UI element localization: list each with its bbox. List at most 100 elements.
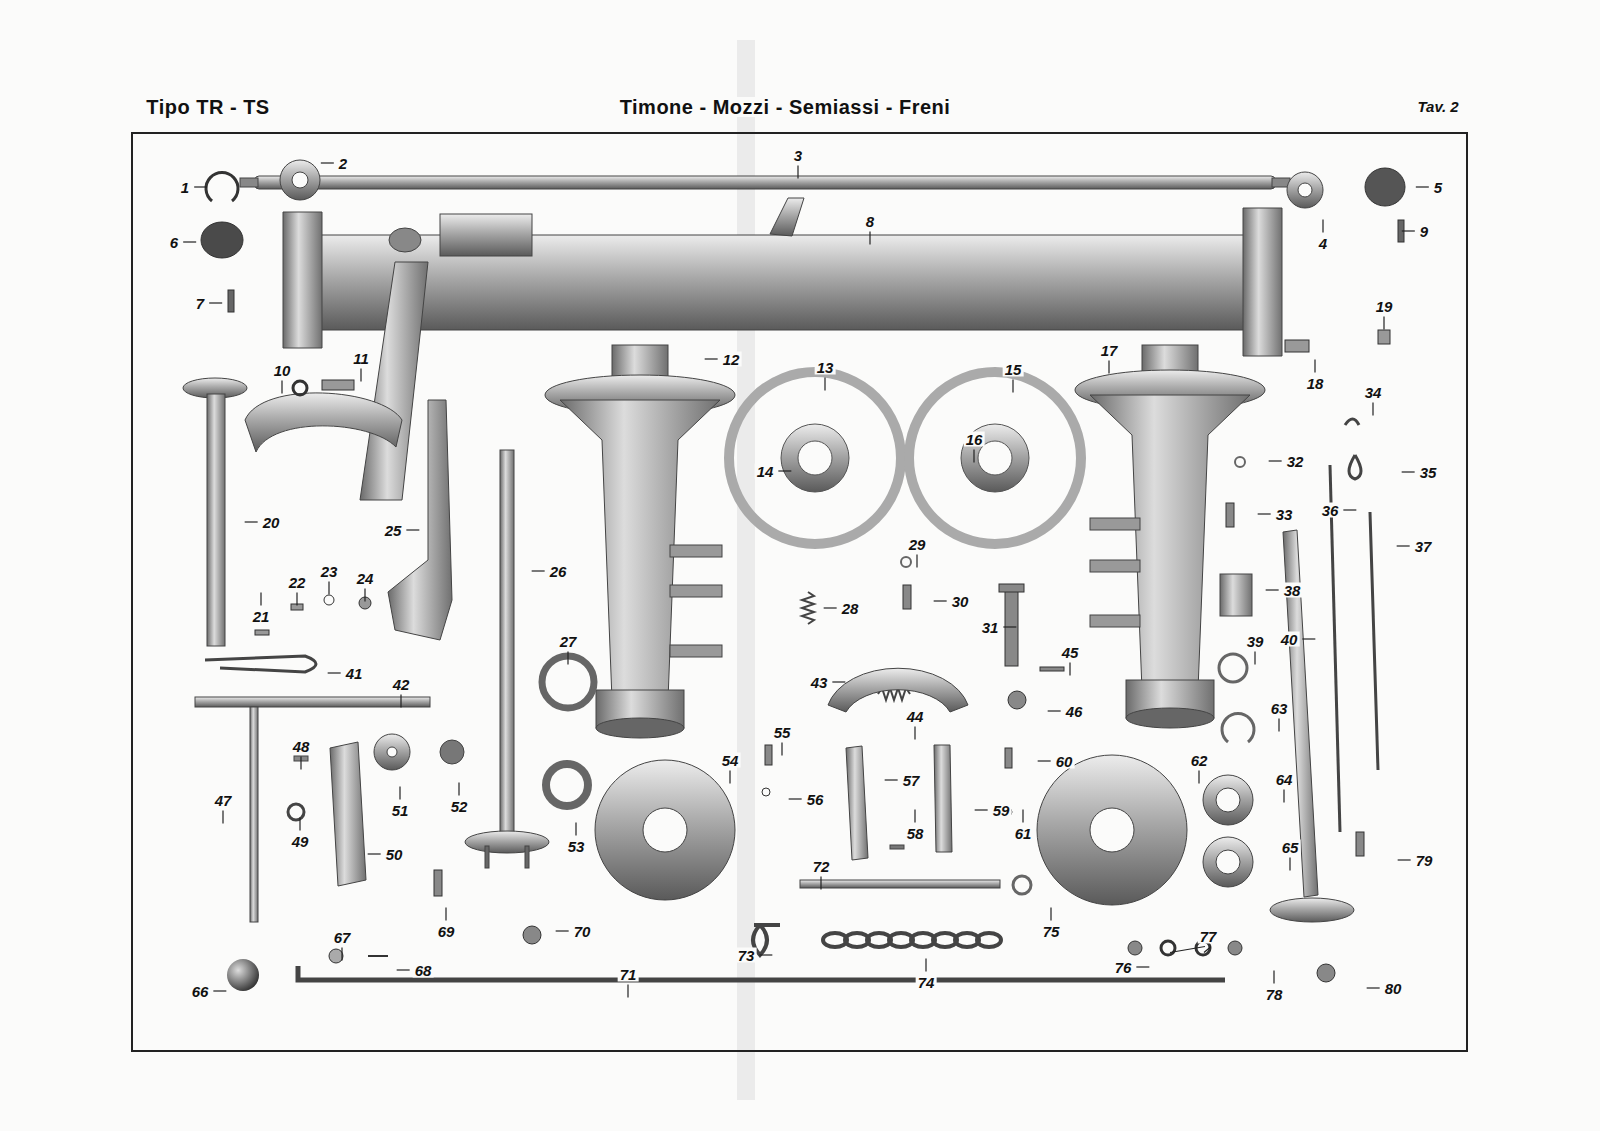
leader-line (1302, 638, 1315, 639)
leader-line (1108, 361, 1109, 374)
leader-line (824, 378, 825, 391)
hub-housing (670, 645, 722, 657)
leader-line (914, 727, 915, 740)
callout-number: 33 (1274, 507, 1295, 522)
half-shaft (465, 831, 549, 853)
callout-number: 25 (383, 523, 404, 538)
half-shaft (500, 450, 514, 835)
long-rod (298, 966, 1225, 980)
callout-number: 51 (390, 803, 411, 818)
callout-number: 70 (572, 924, 593, 939)
leader-line (832, 681, 845, 682)
circlip (206, 173, 238, 201)
callout-number: 35 (1418, 465, 1439, 480)
leader-line (1069, 663, 1070, 676)
leader-line (406, 529, 419, 530)
bolts (434, 503, 1364, 896)
clip-rods (1345, 419, 1359, 425)
leader-line (321, 162, 334, 163)
callout-number: 54 (720, 753, 741, 768)
brake-drum (595, 755, 1187, 905)
small-parts (255, 595, 371, 635)
callout-number: 26 (548, 564, 569, 579)
leader-line (183, 241, 196, 242)
leader-line (869, 232, 870, 245)
leader-line (1022, 810, 1023, 823)
ball (227, 959, 259, 991)
hub-housing (670, 545, 722, 557)
leader-line (1367, 987, 1380, 988)
half-shaft (485, 846, 489, 868)
clip-rods (1349, 455, 1361, 479)
callout-number: 49 (290, 834, 311, 849)
callout-number: 16 (964, 432, 985, 447)
brake-drum (1090, 808, 1134, 852)
leader-line (885, 779, 898, 780)
hub-housing (1090, 615, 1140, 627)
drawbar-beam (1243, 208, 1282, 356)
callout-number: 78 (1264, 987, 1285, 1002)
callout-number: 34 (1363, 385, 1384, 400)
leader-line (364, 589, 365, 602)
leader-line (1416, 186, 1429, 187)
callout-number: 50 (384, 847, 405, 862)
hairpin (205, 656, 316, 672)
callout-number: 79 (1414, 853, 1435, 868)
chain (977, 933, 1001, 947)
leader-line (1343, 509, 1356, 510)
drawbar-beam (770, 198, 804, 236)
leader-line (458, 783, 459, 796)
clip-rods (1330, 465, 1340, 832)
gasket-bearing (798, 441, 832, 475)
leader-line (328, 582, 329, 595)
drawbar-beam (360, 262, 428, 500)
callout-number: 18 (1305, 376, 1326, 391)
bushing (292, 172, 308, 188)
brake-shoe (828, 668, 968, 712)
bolts (1005, 748, 1012, 768)
leader-line (300, 757, 301, 770)
callout-number: 71 (618, 967, 639, 982)
leader-line (209, 302, 222, 303)
leader-line (1383, 317, 1384, 330)
callout-number: 47 (213, 793, 234, 808)
bushing (280, 160, 320, 200)
bolts (434, 870, 442, 896)
brake-drum (643, 808, 687, 852)
callout-number: 10 (272, 363, 293, 378)
page-frame (132, 133, 1467, 1051)
leader-line (729, 771, 730, 784)
callout-number: 38 (1282, 583, 1303, 598)
callout-number: 64 (1274, 772, 1295, 787)
half-shaft (1270, 898, 1354, 922)
drawbar-beam (389, 228, 421, 252)
hairpin (205, 656, 316, 672)
t-handle (250, 707, 258, 922)
clip-rods (1370, 512, 1378, 770)
links (934, 745, 952, 852)
callout-number: 11 (351, 351, 371, 366)
leader-line (360, 369, 361, 382)
leader-line (445, 908, 446, 921)
callout-number: 3 (792, 148, 804, 163)
washer-bolt (1285, 340, 1309, 352)
callout-number: 1 (179, 180, 191, 195)
leader-line (705, 358, 718, 359)
rings (1222, 714, 1254, 742)
link-washers (374, 734, 410, 770)
drawbar-beam (440, 214, 532, 256)
bolts (762, 788, 770, 796)
callout-number: 28 (840, 601, 861, 616)
callout-number: 2 (337, 156, 349, 171)
t-handle (195, 697, 430, 707)
callout-number: 30 (950, 594, 971, 609)
callout-number: 66 (190, 984, 211, 999)
leader-line (1136, 966, 1149, 967)
callout-number: 36 (1320, 503, 1341, 518)
bolts (765, 745, 772, 765)
callout-number: 60 (1054, 754, 1075, 769)
callout-number: 75 (1041, 924, 1062, 939)
small-hardware (1128, 941, 1142, 955)
bushing (1298, 183, 1312, 197)
